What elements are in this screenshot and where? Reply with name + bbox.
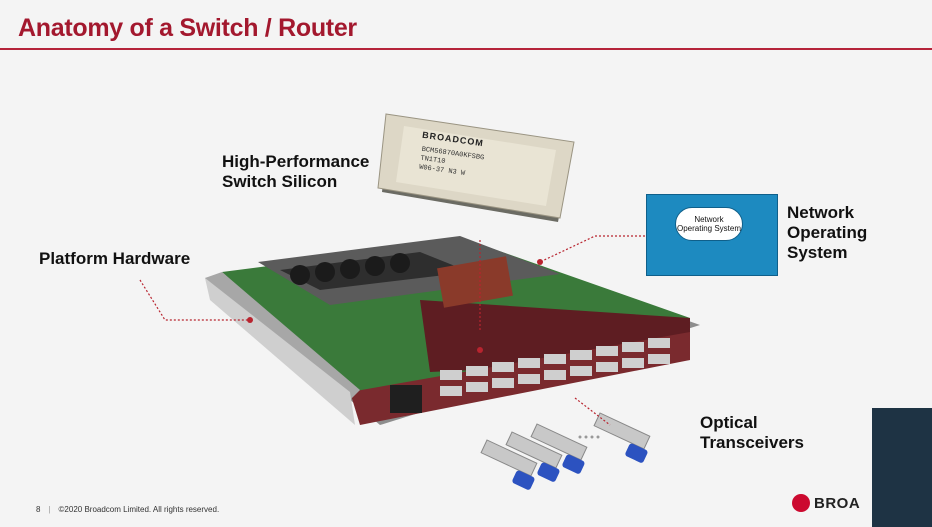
slide-title: Anatomy of a Switch / Router bbox=[18, 14, 357, 42]
label-optical-transceivers: Optical Transceivers bbox=[700, 413, 804, 452]
page-number: 8 bbox=[36, 505, 41, 514]
broadcom-logo-icon bbox=[792, 494, 810, 512]
broadcom-logo: BROA bbox=[792, 493, 860, 513]
slide-footer: 8|©2020 Broadcom Limited. All rights res… bbox=[36, 505, 220, 514]
label-platform-hardware: Platform Hardware bbox=[39, 249, 191, 268]
title-divider bbox=[0, 48, 932, 50]
presenter-video-thumbnail bbox=[872, 408, 932, 527]
copyright-text: ©2020 Broadcom Limited. All rights reser… bbox=[58, 505, 220, 514]
broadcom-logo-text: BROA bbox=[814, 494, 861, 512]
optical-transceivers-image bbox=[480, 412, 651, 490]
nos-diagram: Network Operating System bbox=[646, 194, 778, 276]
label-switch-silicon: High-Performance Switch Silicon bbox=[222, 152, 370, 191]
switch-chassis-image bbox=[205, 236, 700, 425]
callout-lines bbox=[139, 235, 645, 426]
nos-cloud: Network Operating System bbox=[675, 207, 743, 241]
label-network-os: Network Operating System bbox=[787, 203, 868, 262]
switch-chip-image bbox=[377, 113, 575, 222]
